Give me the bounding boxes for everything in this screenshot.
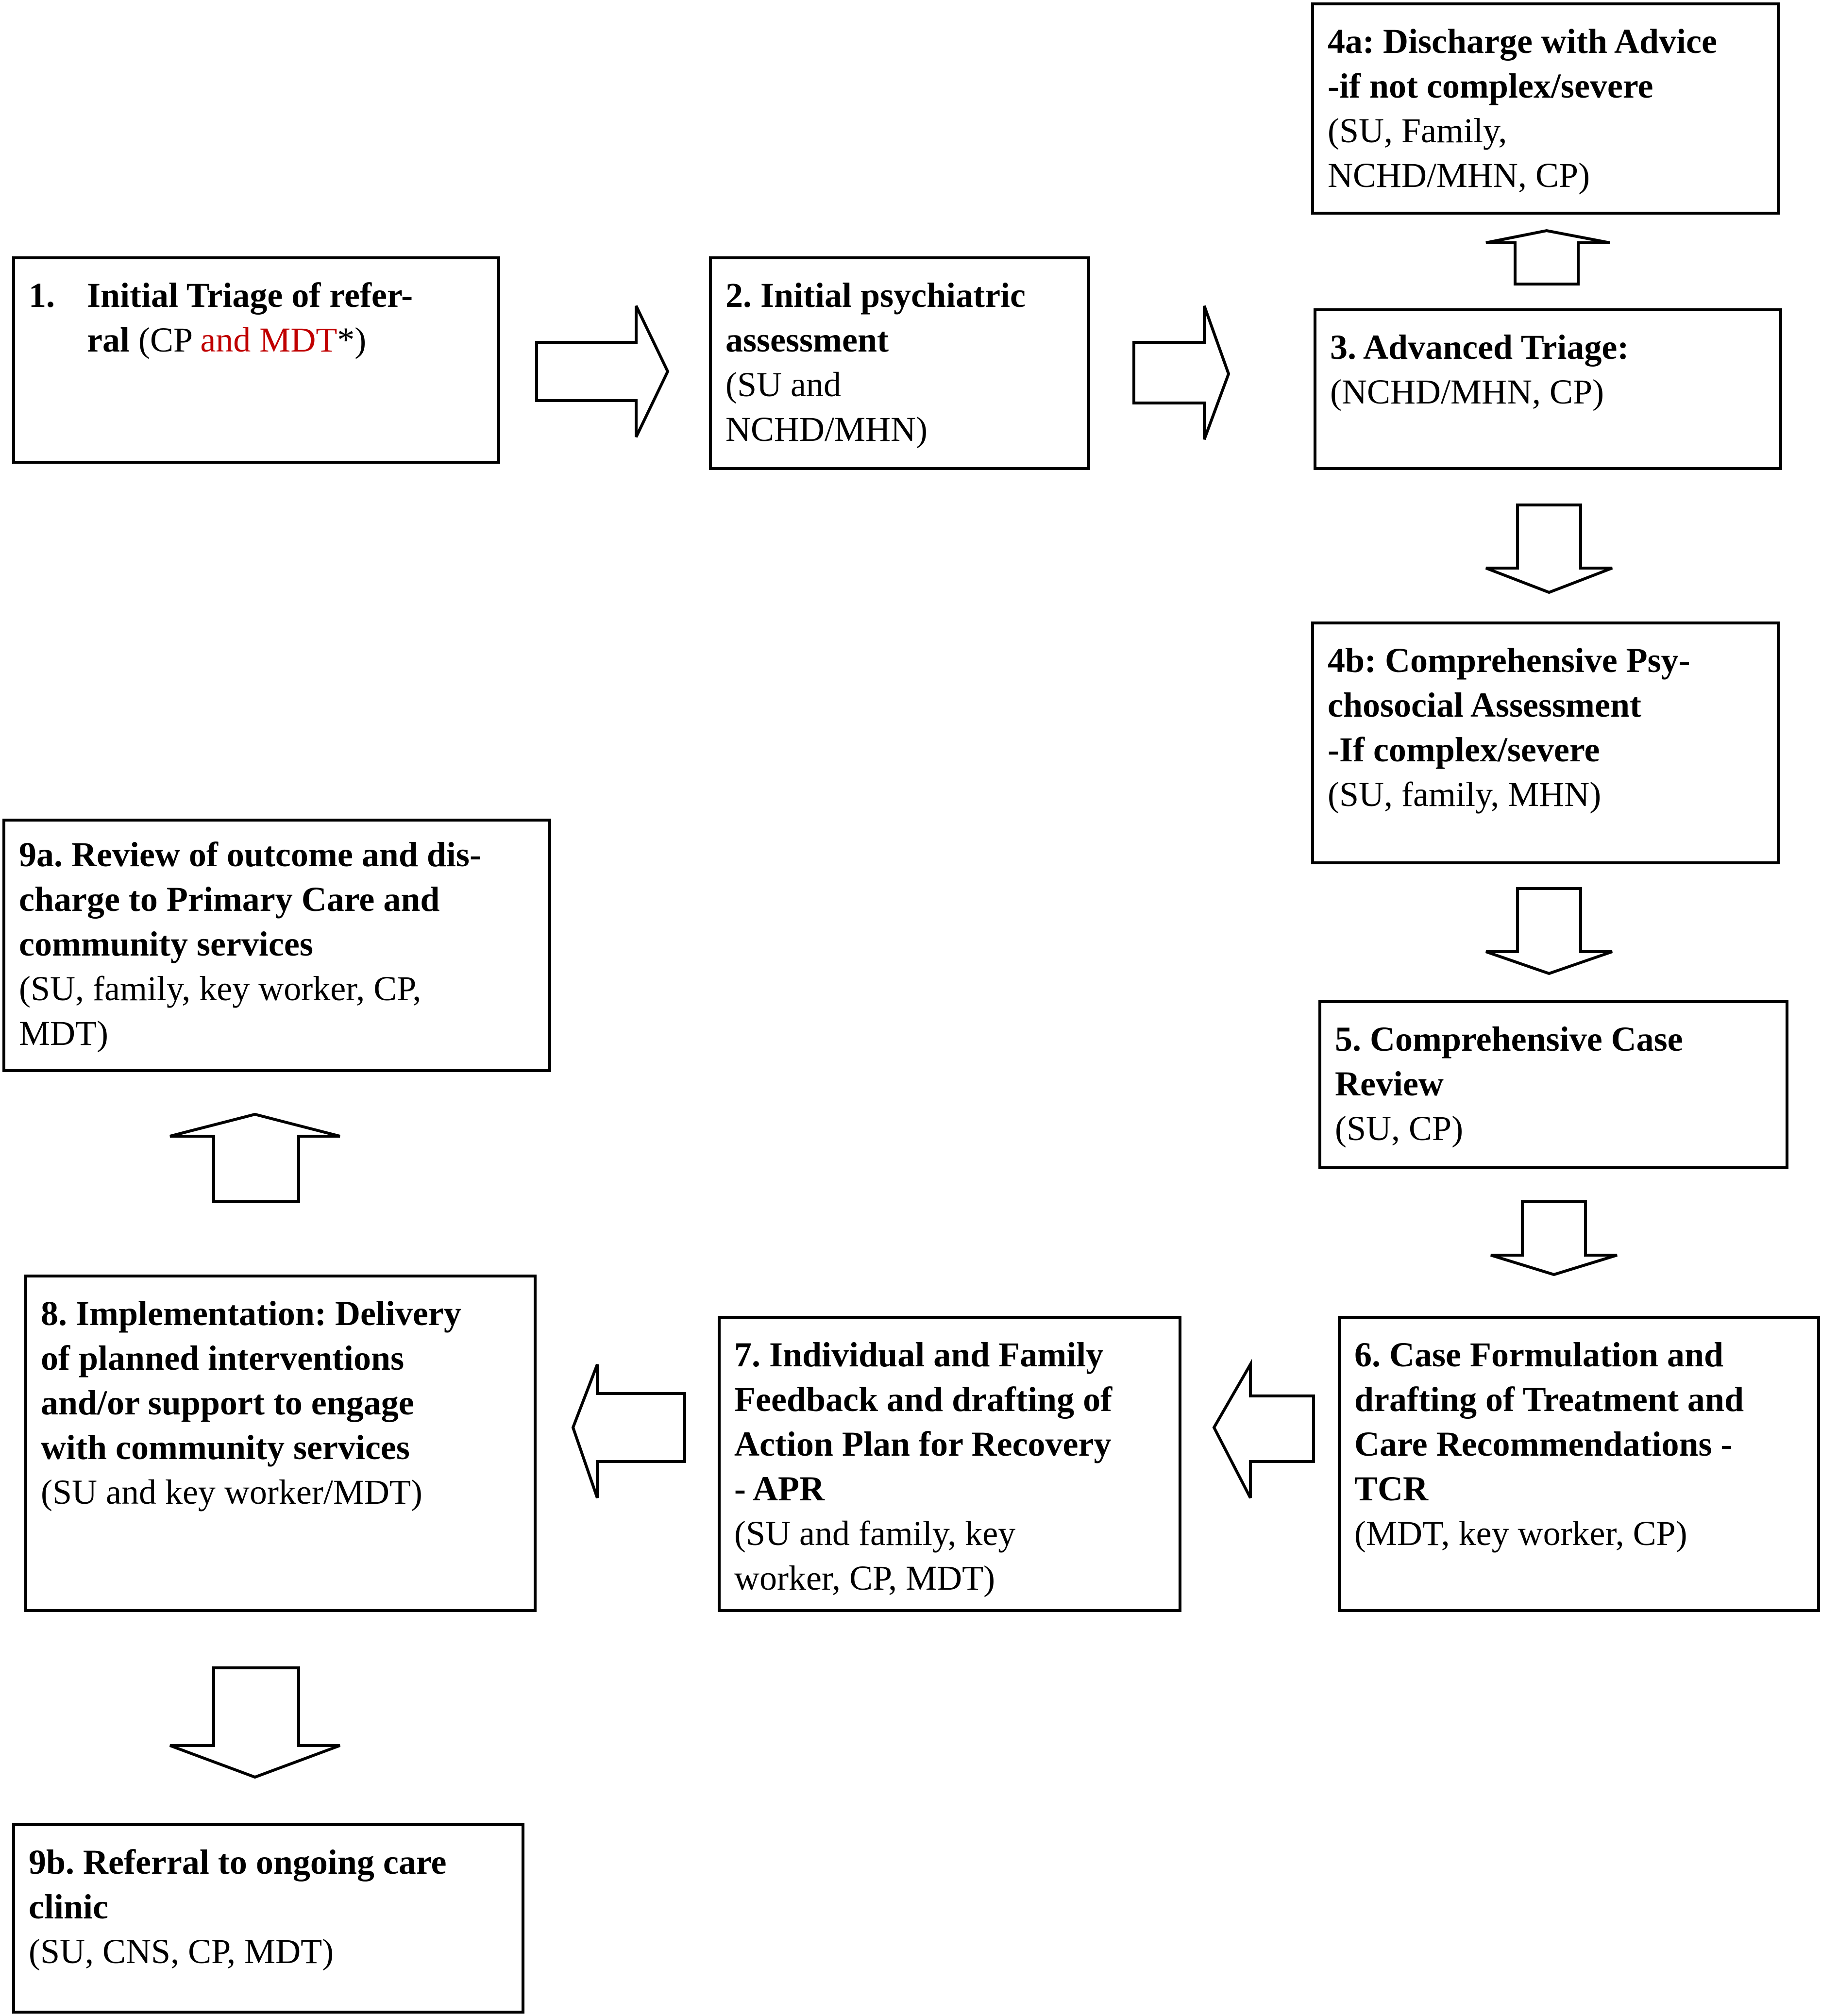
step-3-title: 3. Advanced Triage: (1330, 328, 1629, 367)
step-5-title: 5. Comprehensive Case Review (1335, 1020, 1683, 1103)
step-4a-box: 4a: Discharge with Advice -if not comple… (1311, 2, 1780, 215)
step-7-box: 7. Individual and Family Feedback and dr… (718, 1316, 1181, 1612)
step-2-participants: (SU and NCHD/MHN) (725, 365, 928, 449)
step-9b-title: 9b. Referral to ongoing care clinic (29, 1843, 447, 1926)
step-6-title: 6. Case Formulation and drafting of Trea… (1354, 1335, 1744, 1508)
arrow-up-8-to-9a (169, 1112, 340, 1203)
step-3-participants: (NCHD/MHN, CP) (1330, 372, 1604, 411)
step-2-title: 2. Initial psychiatric assessment (725, 276, 1026, 359)
step-9a-box: 9a. Review of outcome and dis- charge to… (2, 819, 551, 1072)
step-1-number: 1. (29, 276, 55, 315)
step-9a-participants: (SU, family, key worker, CP, MDT) (19, 969, 422, 1053)
arrow-left-7-to-8 (571, 1363, 686, 1498)
arrow-right-2-to-3 (1132, 305, 1231, 440)
step-5-box: 5. Comprehensive Case Review (SU, CP) (1318, 1000, 1788, 1169)
step-5-participants: (SU, CP) (1335, 1109, 1464, 1148)
step-4b-participants: (SU, family, MHN) (1328, 775, 1602, 814)
arrow-down-4b-to-5 (1485, 887, 1613, 975)
step-1-participants-open: (CP (129, 320, 201, 359)
arrow-down-3-to-4b (1485, 504, 1613, 594)
step-9b-participants: (SU, CNS, CP, MDT) (29, 1932, 334, 1971)
arrow-left-6-to-7 (1212, 1359, 1315, 1499)
step-1-participants-close: *) (337, 320, 367, 359)
step-8-title: 8. Implementation: Delivery of planned i… (41, 1294, 461, 1467)
step-7-title: 7. Individual and Family Feedback and dr… (734, 1335, 1113, 1508)
step-4b-title: 4b: Comprehensive Psy- chosocial Assessm… (1328, 641, 1690, 769)
step-4b-box: 4b: Comprehensive Psy- chosocial Assessm… (1311, 622, 1780, 864)
step-8-participants: (SU and key worker/MDT) (41, 1473, 422, 1512)
step-1-title: 1. Initial Triage of refer-ral (CP and MD… (29, 273, 484, 362)
step-4a-participants: (SU, Family, NCHD/MHN, CP) (1328, 111, 1590, 195)
step-3-box: 3. Advanced Triage: (NCHD/MHN, CP) (1314, 308, 1782, 470)
step-2-box: 2. Initial psychiatric assessment (SU an… (709, 256, 1090, 470)
step-1-box: 1. Initial Triage of refer-ral (CP and MD… (12, 256, 500, 464)
step-7-participants: (SU and family, key worker, CP, MDT) (734, 1514, 1016, 1597)
step-8-box: 8. Implementation: Delivery of planned i… (24, 1275, 537, 1612)
step-9b-box: 9b. Referral to ongoing care clinic (SU,… (12, 1823, 524, 2014)
arrow-right-1-to-2 (535, 305, 670, 438)
step-4a-title: 4a: Discharge with Advice -if not comple… (1328, 22, 1717, 105)
arrow-up-3-to-4a (1485, 229, 1610, 286)
step-6-box: 6. Case Formulation and drafting of Trea… (1338, 1316, 1820, 1612)
step-9a-title: 9a. Review of outcome and dis- charge to… (19, 835, 481, 963)
step-1-participants-highlight: and MDT (200, 320, 337, 359)
arrow-down-8-to-9b (169, 1666, 341, 1779)
step-1-title-line1: Initial Triage of refer- (87, 276, 413, 315)
arrow-down-5-to-6 (1490, 1200, 1618, 1277)
step-6-participants: (MDT, key worker, CP) (1354, 1514, 1687, 1553)
step-1-title-line2: ral (87, 320, 130, 359)
